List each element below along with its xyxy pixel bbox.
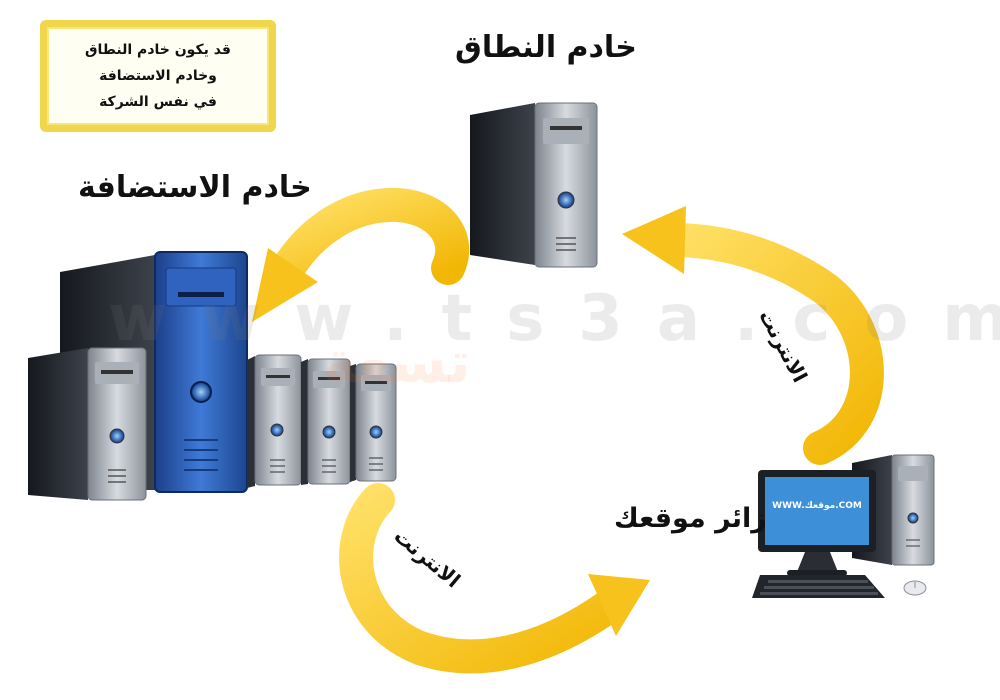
note-line: في نفس الشركة [99, 94, 217, 110]
note-line: قد يكون خادم النطاق [85, 42, 231, 58]
visitor-computer-icon [752, 454, 935, 598]
domain-server-label: خادم النطاق [455, 30, 637, 65]
monitor-screen-text: WWW.موقعك.COM [772, 501, 862, 511]
note-box: قد يكون خادم النطاق وخادم الاستضافة في ن… [40, 20, 276, 132]
watermark-sub-text: تسعة [322, 328, 471, 396]
domain-server-tower-icon [470, 102, 598, 268]
arrow-visitor-to-domain [622, 206, 884, 465]
watermark-text: www.ts3a.com [108, 282, 1000, 356]
hosting-server-cluster-icon [28, 251, 397, 501]
visitor-label: زائر موقعك [614, 503, 767, 534]
note-line: وخادم الاستضافة [99, 68, 217, 84]
arrow-hosting-to-visitor [339, 483, 650, 674]
hosting-server-label: خادم الاستضافة [78, 170, 312, 205]
arrow-domain-to-hosting [252, 187, 470, 322]
